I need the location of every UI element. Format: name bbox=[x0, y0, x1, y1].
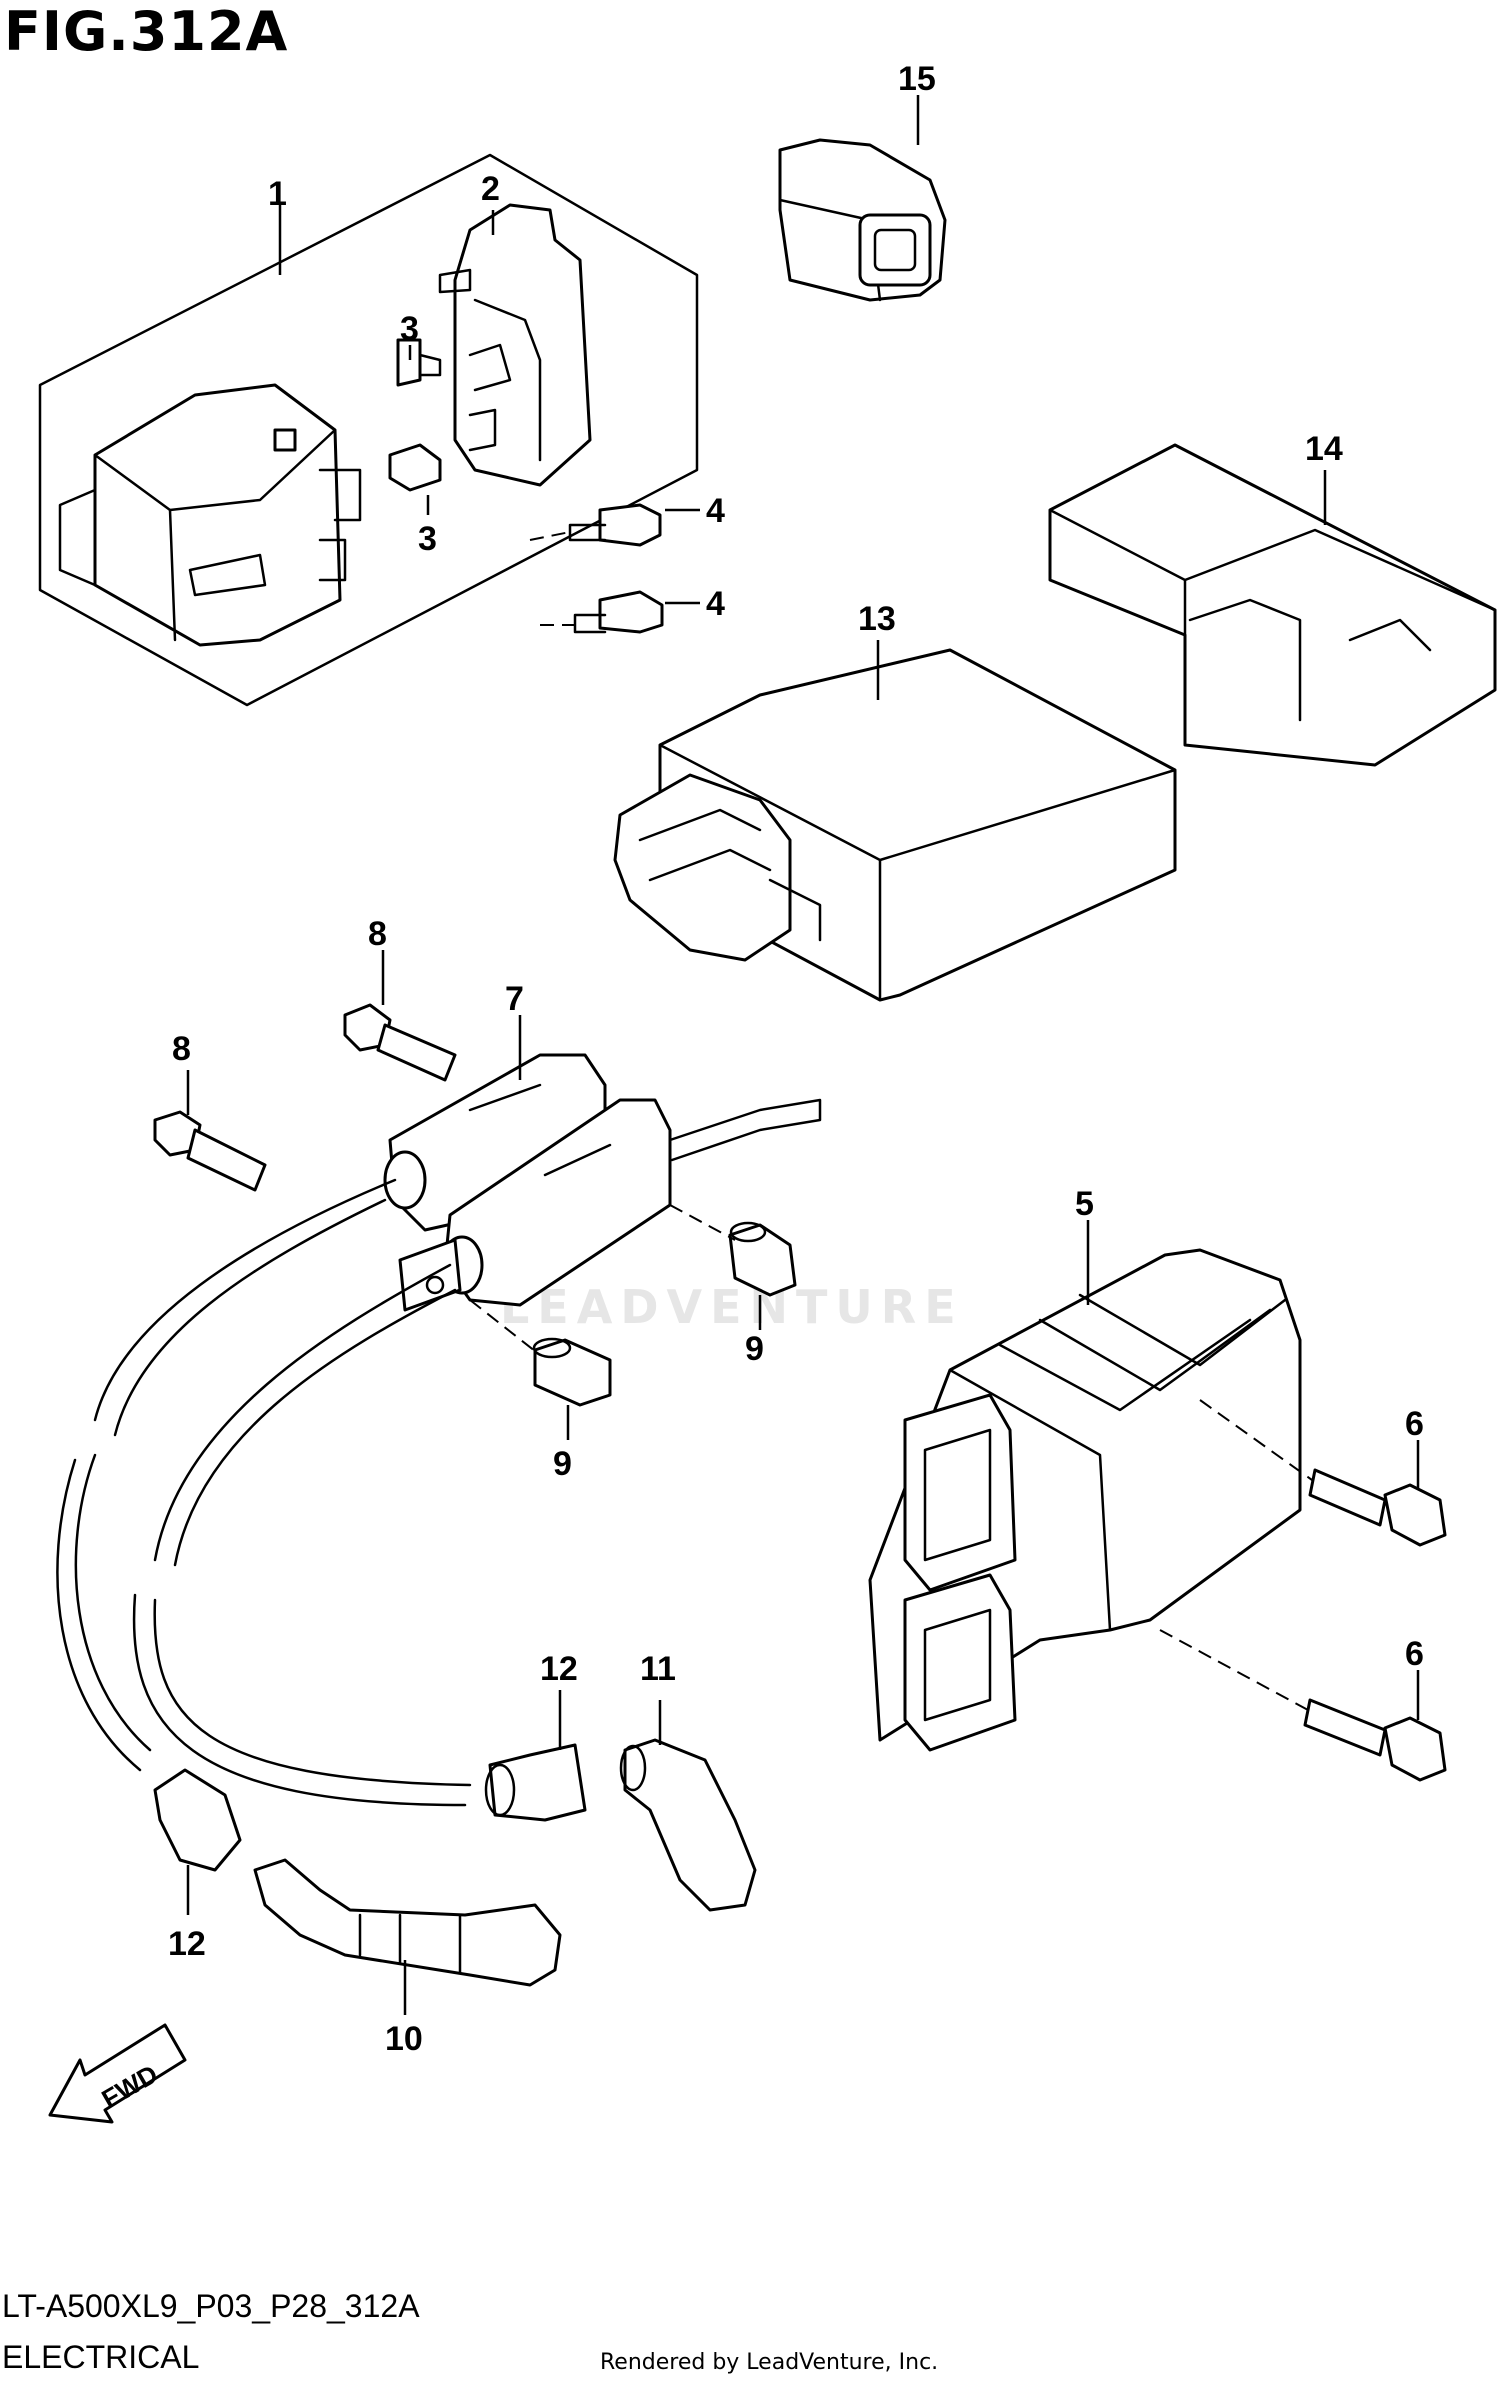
callout-6-lower: 6 bbox=[1405, 1635, 1424, 1673]
callout-11: 11 bbox=[640, 1650, 676, 1688]
callout-13: 13 bbox=[858, 600, 896, 638]
part-9-collar-left[interactable] bbox=[532, 1337, 612, 1407]
callout-9-right: 9 bbox=[745, 1330, 764, 1368]
render-credit: Rendered by LeadVenture, Inc. bbox=[600, 2350, 939, 2375]
callout-7: 7 bbox=[505, 980, 524, 1018]
part-13-ecm-unit[interactable] bbox=[613, 648, 1177, 1002]
callout-8-lower: 8 bbox=[172, 1030, 191, 1068]
forward-direction-arrow: FWD bbox=[48, 2023, 187, 2124]
part-15-connector[interactable] bbox=[778, 138, 947, 302]
callout-3-upper: 3 bbox=[400, 310, 419, 348]
watermark: LEADVENTURE bbox=[500, 1280, 964, 1334]
part-5-regulator-rectifier[interactable] bbox=[868, 1248, 1302, 1752]
part-6-bolt-lower[interactable] bbox=[1303, 1698, 1447, 1782]
callout-12-left: 12 bbox=[168, 1925, 206, 1963]
part-10-plug-cap[interactable] bbox=[253, 1858, 562, 1987]
callout-10: 10 bbox=[385, 2020, 423, 2058]
callout-6-upper: 6 bbox=[1405, 1405, 1424, 1443]
section-name: ELECTRICAL bbox=[2, 2339, 200, 2375]
callout-4-upper: 4 bbox=[706, 492, 725, 530]
callout-1: 1 bbox=[268, 175, 287, 213]
part-12-plug-cap-seal-left[interactable] bbox=[153, 1768, 242, 1872]
part-14-ecm-cover[interactable] bbox=[1048, 443, 1497, 767]
part-8-bolt-lower[interactable] bbox=[153, 1110, 267, 1192]
callout-3-lower: 3 bbox=[418, 520, 437, 558]
part-4-screw-upper[interactable] bbox=[568, 503, 662, 547]
part-9-collar-right[interactable] bbox=[728, 1221, 797, 1297]
callout-4-lower: 4 bbox=[706, 585, 725, 623]
model-code: LT-A500XL9_P03_P28_312A bbox=[2, 2288, 420, 2324]
part-1-relay-assembly[interactable] bbox=[38, 153, 699, 707]
callout-9-left: 9 bbox=[553, 1445, 572, 1483]
part-2-relay-cover[interactable] bbox=[438, 203, 592, 487]
part-8-bolt-upper[interactable] bbox=[343, 1003, 457, 1082]
callout-14: 14 bbox=[1305, 430, 1343, 468]
callout-15: 15 bbox=[898, 60, 936, 98]
callout-2: 2 bbox=[481, 170, 500, 208]
part-11-plug-cap[interactable] bbox=[619, 1738, 757, 1912]
ignition-cables bbox=[56, 1178, 472, 1807]
part-12-plug-cap-seal-right[interactable] bbox=[484, 1743, 587, 1822]
part-3-fuse-upper[interactable] bbox=[396, 338, 442, 387]
part-4-screw-lower[interactable] bbox=[573, 590, 664, 634]
callout-8-upper: 8 bbox=[368, 915, 387, 953]
part-3-fuse-lower[interactable] bbox=[388, 443, 442, 492]
figure-title: FIG.312A bbox=[4, 0, 289, 63]
part-7-ignition-coil[interactable] bbox=[383, 1053, 822, 1312]
callout-12-right: 12 bbox=[540, 1650, 578, 1688]
part-6-bolt-upper[interactable] bbox=[1308, 1468, 1447, 1547]
callout-5: 5 bbox=[1075, 1185, 1094, 1223]
